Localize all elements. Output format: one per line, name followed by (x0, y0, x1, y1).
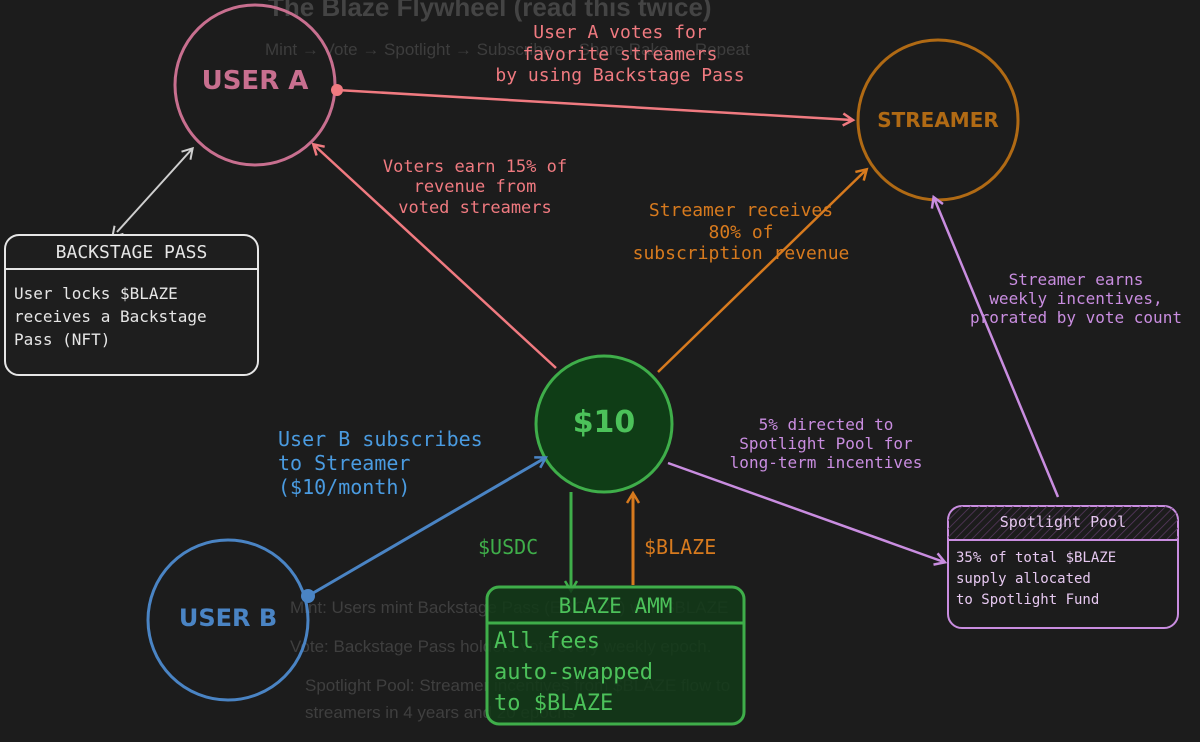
label-line: to Streamer (278, 451, 411, 475)
amm-body: All fees auto-swapped to $BLAZE (494, 626, 653, 719)
backstage-pass-line: receives a Backstage (14, 307, 207, 326)
voters-earn-label: Voters earn 15% of revenue from voted st… (360, 157, 590, 218)
amm-line: auto-swapped (494, 660, 653, 685)
background-subtitle: Mint → Vote → Spotlight → Subscribe → Sh… (265, 40, 750, 59)
subscribe-arrow-dot (301, 589, 315, 603)
user-b-label: USER B (178, 604, 278, 632)
label-line: ($10/month) (278, 475, 411, 499)
label-line: revenue from (413, 177, 537, 198)
background-title: The Blaze Flywheel (read this twice) (268, 0, 712, 22)
backstage-link-arrow (111, 146, 194, 239)
label-line: User A votes for (533, 22, 707, 43)
label-line: Voters earn 15% of (382, 157, 568, 177)
spotlight-pool-line: 35% of total $BLAZE (956, 550, 1117, 566)
label-line: 80% of (708, 221, 774, 243)
incentive-arrow (934, 198, 1060, 498)
label-line: favorite streamers (522, 43, 718, 65)
streamer-receives-label: Streamer receives 80% of subscription re… (616, 200, 866, 265)
streamer-revenue-arrow (657, 170, 866, 373)
subscribe-arrow (307, 458, 545, 598)
voter-revenue-arrow (314, 145, 557, 369)
vote-arrow (336, 88, 852, 120)
spotlight-pool-title-bar (948, 506, 1178, 540)
label-line: subscription revenue (632, 243, 850, 265)
streamer-earns-label: Streamer earns weekly incentives, prorat… (958, 270, 1194, 328)
spotlight-pool-line: supply allocated (956, 571, 1091, 587)
usdc-label: $USDC (478, 535, 539, 559)
spotlight-pool-line: to Spotlight Fund (956, 592, 1100, 608)
label-line: 5% directed to (758, 415, 894, 434)
label-line: Streamer receives (648, 200, 834, 221)
user-b-node (146, 538, 310, 702)
label-line: long-term incentives (729, 453, 923, 473)
user-a-label: USER A (201, 66, 309, 96)
label-line: Spotlight Pool for (739, 434, 913, 454)
backstage-pass-line: Pass (NFT) (14, 330, 111, 349)
amm-line: All fees (494, 629, 600, 654)
label-line: voted streamers (398, 197, 552, 218)
label-line: User B subscribes (278, 427, 483, 451)
backstage-pass-line: User locks $BLAZE (14, 284, 178, 303)
user-a-votes-label: User A votes for favorite streamers by u… (470, 22, 770, 87)
vote-arrow-dot (331, 84, 343, 96)
user-b-subscribes-label: User B subscribes to Streamer ($10/month… (278, 427, 483, 499)
label-line: by using Backstage Pass (495, 65, 745, 87)
ten-dollar-label: $10 (572, 405, 636, 440)
spotlight-pool-title: Spotlight Pool (999, 513, 1127, 531)
label-line: Streamer earns (1008, 270, 1144, 289)
backstage-pass-title: BACKSTAGE PASS (55, 242, 208, 263)
five-percent-label: 5% directed to Spotlight Pool for long-t… (716, 415, 936, 473)
amm-box (485, 585, 746, 726)
amm-title: BLAZE AMM (558, 594, 673, 618)
label-line: prorated by vote count (970, 308, 1182, 328)
streamer-label: STREAMER (877, 108, 999, 132)
amm-line: to $BLAZE (494, 691, 614, 716)
label-line: weekly incentives, (989, 289, 1163, 309)
spotlight-pool-body: 35% of total $BLAZE supply allocated to … (956, 548, 1116, 611)
blaze-label: $BLAZE (644, 535, 717, 559)
backstage-pass-body: User locks $BLAZE receives a Backstage P… (14, 282, 207, 351)
spotlight-arrow (667, 461, 944, 562)
ten-dollar-node (534, 354, 674, 494)
